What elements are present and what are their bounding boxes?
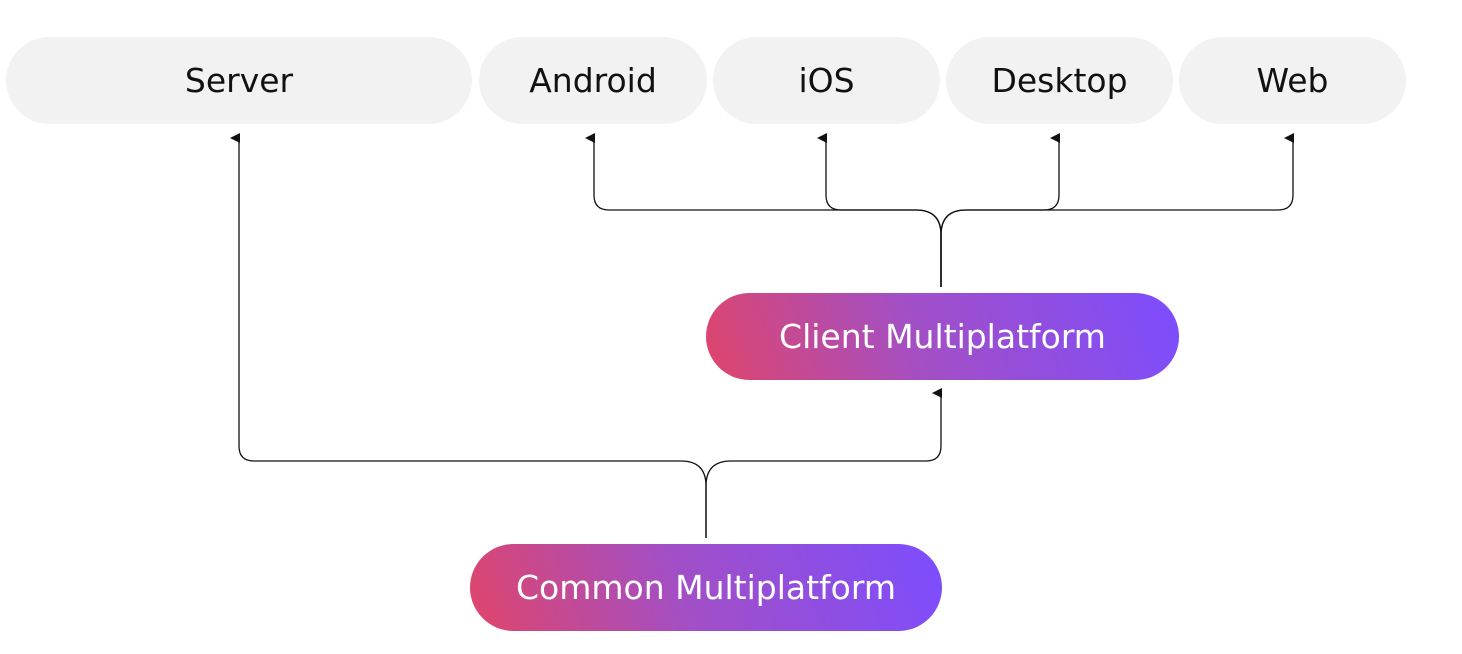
client-multiplatform-node: Client Multiplatform <box>706 293 1179 380</box>
client-multiplatform-label: Client Multiplatform <box>779 317 1106 356</box>
edge-client-to-ios <box>817 133 942 287</box>
android-label: Android <box>529 61 657 100</box>
edge-client-to-desktop <box>940 133 1060 287</box>
ios-node: iOS <box>713 37 940 124</box>
desktop-label: Desktop <box>991 61 1128 100</box>
ios-label: iOS <box>798 61 855 100</box>
web-label: Web <box>1256 61 1329 100</box>
android-node: Android <box>479 37 707 124</box>
edge-common-to-server <box>230 133 707 538</box>
server-node: Server <box>6 37 472 124</box>
desktop-node: Desktop <box>946 37 1173 124</box>
edge-client-to-android <box>585 133 942 287</box>
edge-common-to-client <box>705 388 942 538</box>
common-multiplatform-label: Common Multiplatform <box>516 568 896 607</box>
server-label: Server <box>184 61 294 100</box>
common-multiplatform-node: Common Multiplatform <box>470 544 942 631</box>
edge-client-to-web <box>940 133 1294 287</box>
web-node: Web <box>1179 37 1406 124</box>
